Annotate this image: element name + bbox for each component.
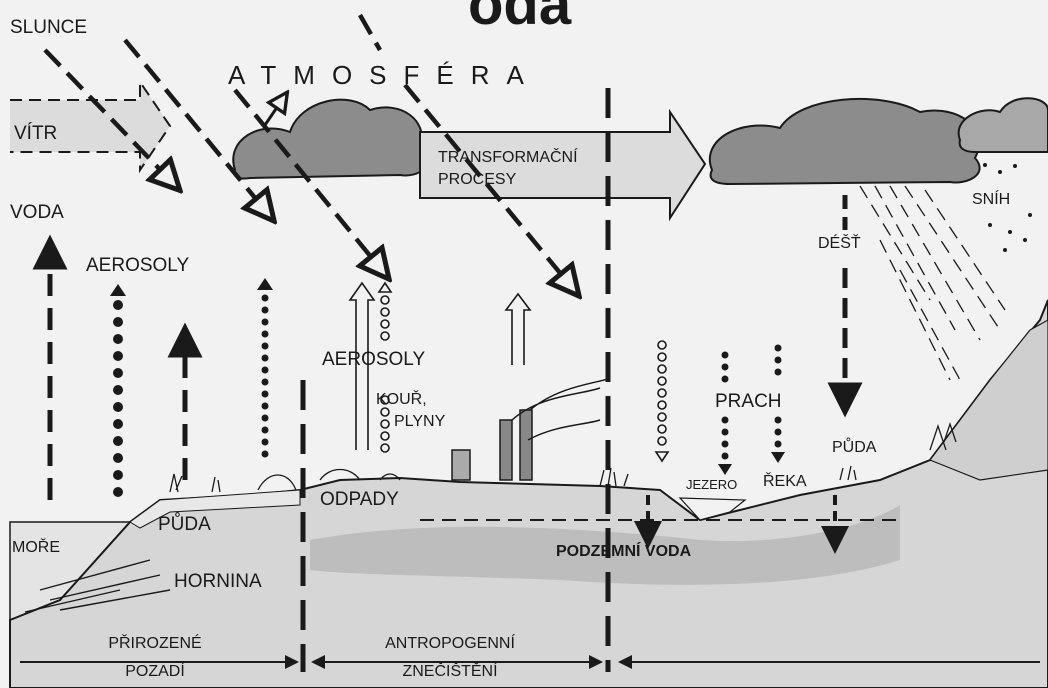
cloud-snow <box>959 98 1048 152</box>
label-wind: VÍTR <box>14 124 57 144</box>
label-soil-left: PŮDA <box>158 515 211 535</box>
label-dust: PRACH <box>715 392 782 412</box>
label-soil-right: PŮDA <box>832 440 876 457</box>
label-natural-1: PŘIROZENÉ <box>90 636 220 653</box>
label-water: VODA <box>10 203 64 223</box>
title-fragment: oda <box>468 0 571 34</box>
label-gases: PLYNY <box>394 414 445 431</box>
label-groundwater: PODZEMNÍ VODA <box>556 544 691 561</box>
label-anthropogenic-1: ANTROPOGENNÍ <box>350 636 550 653</box>
label-transform-2: PROCESY <box>438 172 516 189</box>
vegetation <box>170 424 956 492</box>
label-river: ŘEKA <box>763 474 807 491</box>
aerosol-dots-column-1 <box>110 284 126 497</box>
label-atmosphere: ATMOSFÉRA <box>228 62 541 89</box>
label-bedrock: HORNINA <box>174 572 262 592</box>
label-aerosols-middle: AEROSOLY <box>322 350 425 370</box>
label-waste: ODPADY <box>320 490 399 510</box>
cloud-left <box>233 100 426 179</box>
mountain-right <box>930 320 1048 480</box>
aerosol-dots-column-2 <box>257 278 273 458</box>
upward-flows <box>50 252 273 500</box>
label-smoke: KOUŘ, <box>376 392 427 409</box>
label-anthropogenic-2: ZNEČIŠTĚNÍ <box>350 664 550 681</box>
label-transform-1: TRANSFORMAČNÍ <box>438 150 578 167</box>
terrain <box>10 300 1048 688</box>
factory <box>452 378 610 480</box>
cloud-right <box>710 99 980 184</box>
label-sea: MOŘE <box>12 540 60 557</box>
label-snow: SNÍH <box>972 192 1010 209</box>
ground-body <box>10 300 1048 688</box>
rain <box>845 186 1005 400</box>
deposition-circles <box>656 341 668 461</box>
label-rain: DÉŠŤ <box>818 236 861 253</box>
label-natural-2: POZADÍ <box>90 664 220 681</box>
label-lake: JEZERO <box>686 478 737 492</box>
label-aerosols-left: AEROSOLY <box>86 256 189 276</box>
label-sun: SLUNCE <box>10 18 87 38</box>
